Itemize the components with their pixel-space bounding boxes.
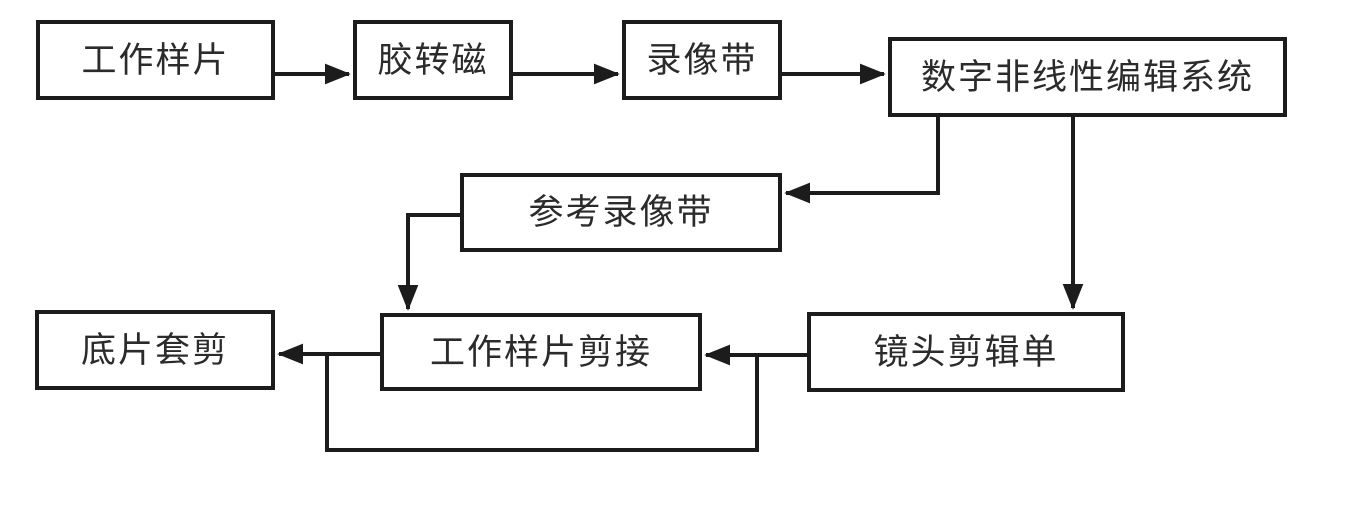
node-shot-edit-list: 镜头剪辑单 [807, 312, 1125, 392]
node-label: 参考录像带 [528, 193, 714, 232]
node-reference-tape: 参考录像带 [460, 173, 782, 252]
node-film-to-tape: 胶转磁 [353, 20, 513, 100]
node-work-print-cutting: 工作样片剪接 [380, 313, 702, 391]
node-label: 工作样片剪接 [429, 332, 652, 372]
node-label: 录像带 [646, 40, 758, 80]
node-label: 胶转磁 [377, 40, 489, 80]
node-label: 底片套剪 [80, 330, 229, 370]
node-videotape: 录像带 [622, 20, 782, 100]
edge-reference-tape-to-work-print-cutting [397, 213, 460, 311]
node-work-print: 工作样片 [36, 20, 275, 100]
edge-digital-nle-to-reference-tape [784, 117, 940, 204]
node-label: 镜头剪辑单 [873, 332, 1059, 372]
edge-bypass-loop [325, 355, 759, 452]
node-digital-nle: 数字非线性编辑系统 [888, 37, 1287, 117]
node-negative-conforming: 底片套剪 [35, 310, 275, 390]
node-label: 数字非线性编辑系统 [920, 57, 1254, 97]
node-label: 工作样片 [81, 40, 230, 80]
